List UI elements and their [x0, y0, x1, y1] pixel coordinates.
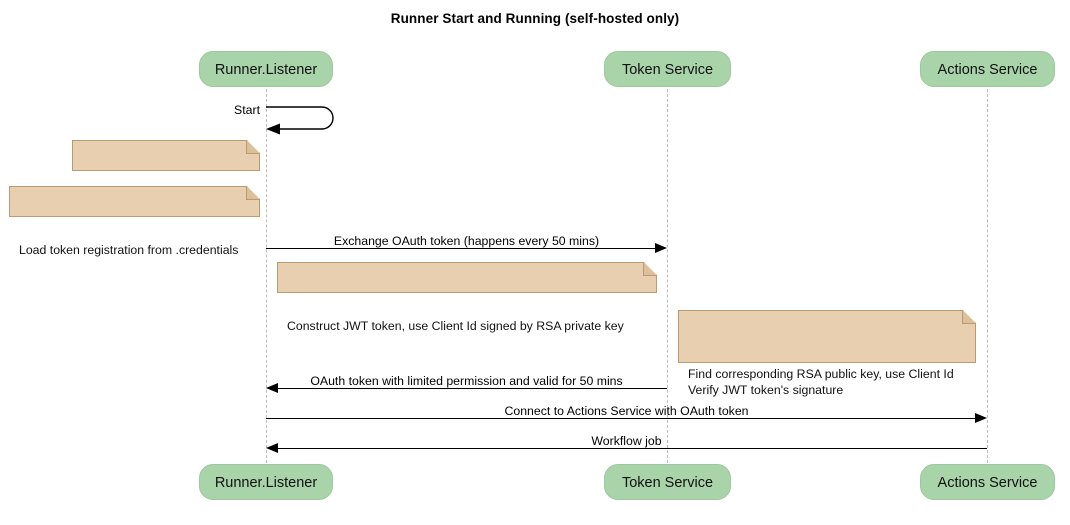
- note-text: Find corresponding RSA public key, use C…: [688, 367, 954, 397]
- arrowhead-oauth-token-response: [266, 383, 278, 393]
- page-title: Runner Start and Running (self-hosted on…: [390, 11, 680, 26]
- arrowhead-connect-actions-service: [975, 413, 987, 423]
- note-load-token-registration: Load token registration from .credential…: [9, 186, 260, 257]
- lifeline-actions: [987, 89, 988, 463]
- message-arrow-exchange-oauth-token: [266, 248, 656, 249]
- message-label-connect-actions-service: Connect to Actions Service with OAuth to…: [504, 404, 749, 418]
- participant-runner-bottom[interactable]: Runner.Listener: [199, 464, 333, 500]
- arrowhead-workflow-job: [266, 443, 278, 453]
- message-label-exchange-oauth-token: Exchange OAuth token (happens every 50 m…: [333, 234, 600, 248]
- arrowhead-exchange-oauth-token: [655, 243, 667, 253]
- message-arrow-oauth-token-response: [277, 388, 667, 389]
- note-construct-jwt: Construct JWT token, use Client Id signe…: [277, 262, 657, 333]
- message-label-oauth-token-response: OAuth token with limited permission and …: [310, 374, 623, 388]
- message-arrow-start: [260, 100, 350, 141]
- message-arrow-connect-actions-service: [266, 418, 976, 419]
- participant-actions-top[interactable]: Actions Service: [920, 51, 1055, 87]
- participant-token-bottom[interactable]: Token Service: [604, 464, 731, 500]
- lifeline-runner: [266, 89, 267, 463]
- note-verify-jwt: Find corresponding RSA public key, use C…: [678, 310, 976, 397]
- message-arrow-workflow-job: [277, 448, 987, 449]
- note-load-config: Load config info from .runner: [72, 140, 260, 211]
- note-text: Construct JWT token, use Client Id signe…: [287, 319, 624, 333]
- lifeline-token: [667, 89, 668, 463]
- note-text: Load token registration from .credential…: [19, 243, 239, 257]
- message-label-workflow-job: Workflow job: [591, 434, 662, 448]
- participant-runner-top[interactable]: Runner.Listener: [199, 51, 333, 87]
- participant-actions-bottom[interactable]: Actions Service: [920, 464, 1055, 500]
- message-label-start: Start: [234, 103, 260, 117]
- participant-token-top[interactable]: Token Service: [604, 51, 731, 87]
